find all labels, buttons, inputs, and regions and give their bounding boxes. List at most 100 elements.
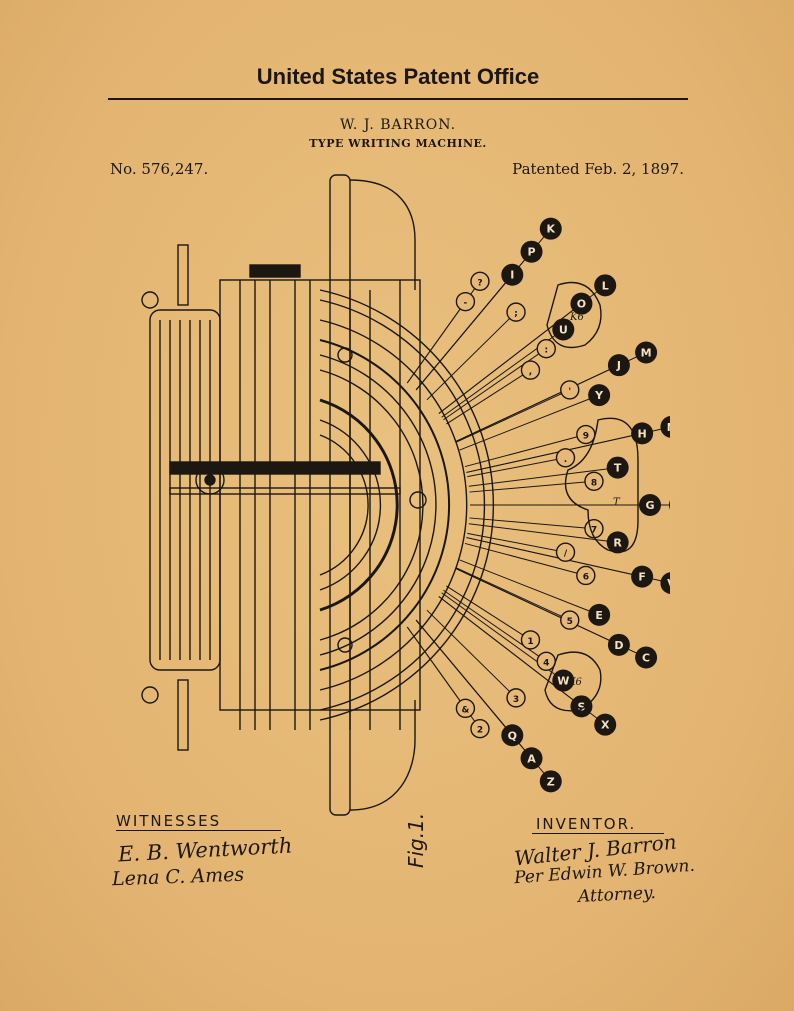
- key-label: I: [510, 269, 514, 282]
- key-button: H: [631, 422, 654, 445]
- key-button: ;: [506, 302, 526, 322]
- key-label: G: [645, 499, 654, 512]
- figure-label: Fig.1.: [404, 812, 428, 868]
- key-cap: [560, 380, 580, 400]
- key-button: P: [520, 240, 543, 263]
- key-cap: [506, 688, 526, 708]
- key-cap: [501, 263, 524, 286]
- key-label: 6: [583, 572, 589, 582]
- key-button: K: [539, 217, 562, 240]
- key-button: 6: [576, 565, 596, 586]
- key-button: 7: [584, 519, 604, 539]
- key-cap: [560, 610, 580, 630]
- key-button: Q: [501, 724, 524, 747]
- key-cap: [539, 770, 562, 793]
- key-levers: [406, 228, 670, 782]
- key-lever: [415, 274, 513, 391]
- key-button: 8: [584, 471, 604, 491]
- key-button: :: [536, 338, 556, 359]
- key-label: -: [464, 299, 468, 309]
- key-button: J: [607, 354, 630, 377]
- key-button: O: [570, 292, 593, 315]
- invention-title: TYPE WRITING MACHINE.: [309, 137, 487, 150]
- patent-date: Patented Feb. 2, 1897.: [512, 160, 684, 178]
- key-button: F: [631, 565, 654, 588]
- key-cap: [607, 633, 630, 656]
- key-button: G: [639, 494, 661, 516]
- key-label: Q: [508, 729, 517, 742]
- key-lever: [468, 523, 618, 543]
- key-label: .: [564, 455, 567, 465]
- key-label: A: [527, 752, 536, 765]
- key-label: &: [461, 705, 469, 715]
- patent-number: No. 576,247.: [110, 160, 209, 178]
- key-label: D: [614, 639, 623, 652]
- key-cap: [631, 565, 654, 588]
- key-cap: [631, 422, 654, 445]
- key-lever: [455, 568, 620, 646]
- key-cap: [570, 292, 593, 315]
- key-button: 2: [470, 718, 490, 739]
- title-rule: [108, 98, 688, 100]
- key-button: A: [520, 747, 543, 770]
- key-cap: [576, 565, 596, 586]
- key-button: 3: [506, 688, 526, 708]
- key-label: N: [667, 421, 670, 434]
- key-lever: [446, 585, 531, 641]
- key-cap: [584, 471, 604, 491]
- key-button: X: [594, 713, 617, 736]
- key-cap: [635, 341, 658, 364]
- key-label: S: [577, 700, 585, 713]
- key-cap: [594, 713, 617, 736]
- key-label: P: [527, 246, 535, 259]
- space-bar-pad: [564, 417, 639, 553]
- key-label: ,: [529, 367, 532, 377]
- key-label: K: [546, 223, 555, 236]
- key-label: 2: [477, 726, 483, 736]
- key-cap: [606, 531, 629, 554]
- shift-key-top: [546, 281, 602, 349]
- key-cap: [506, 302, 526, 322]
- key-lever: [469, 480, 595, 493]
- key-label: U: [559, 323, 568, 336]
- key-lever: [406, 626, 466, 709]
- typewriter-drawing: KLMNBVCXZPOJHGFDSAIUYTREWQ?;:'98765432-,…: [141, 174, 670, 816]
- key-button: T: [606, 456, 629, 479]
- key-cap: [660, 572, 670, 595]
- key-label: J: [616, 359, 621, 372]
- key-button: N: [660, 415, 670, 438]
- key-lever: [467, 457, 566, 478]
- key-label: 3: [513, 695, 519, 705]
- key-label: C: [642, 652, 650, 665]
- key-cap: [455, 698, 476, 719]
- key-button: R: [606, 531, 629, 554]
- key-cap: [536, 338, 556, 359]
- key-lever: [467, 532, 566, 553]
- key-cap: [635, 646, 658, 669]
- witness-signature-2: Lena C. Ames: [111, 863, 245, 891]
- key-lever: [466, 432, 643, 473]
- key-button: U: [552, 318, 575, 341]
- key-lever: [456, 389, 570, 443]
- key-cap: [520, 360, 541, 380]
- key-label: F: [638, 571, 646, 584]
- key-lever: [426, 311, 517, 401]
- key-cap: [639, 494, 661, 516]
- key-button: Z: [539, 770, 562, 793]
- key-label: Y: [594, 389, 604, 402]
- witness-signature-1: E. B. Wentworth: [117, 833, 293, 867]
- key-label: R: [613, 536, 622, 549]
- key-lever: [415, 619, 513, 736]
- key-button: 1: [520, 630, 541, 650]
- key-label: 7: [591, 526, 597, 536]
- key-label: X: [601, 719, 610, 732]
- key-label: 8: [591, 478, 597, 488]
- key-label: H: [638, 427, 647, 440]
- office-title: United States Patent Office: [256, 64, 540, 89]
- key-cap: [594, 274, 617, 297]
- key-button: &: [455, 698, 476, 719]
- key-cap: [588, 384, 611, 407]
- inventor-rule: [532, 833, 664, 834]
- key-lever: [459, 559, 600, 616]
